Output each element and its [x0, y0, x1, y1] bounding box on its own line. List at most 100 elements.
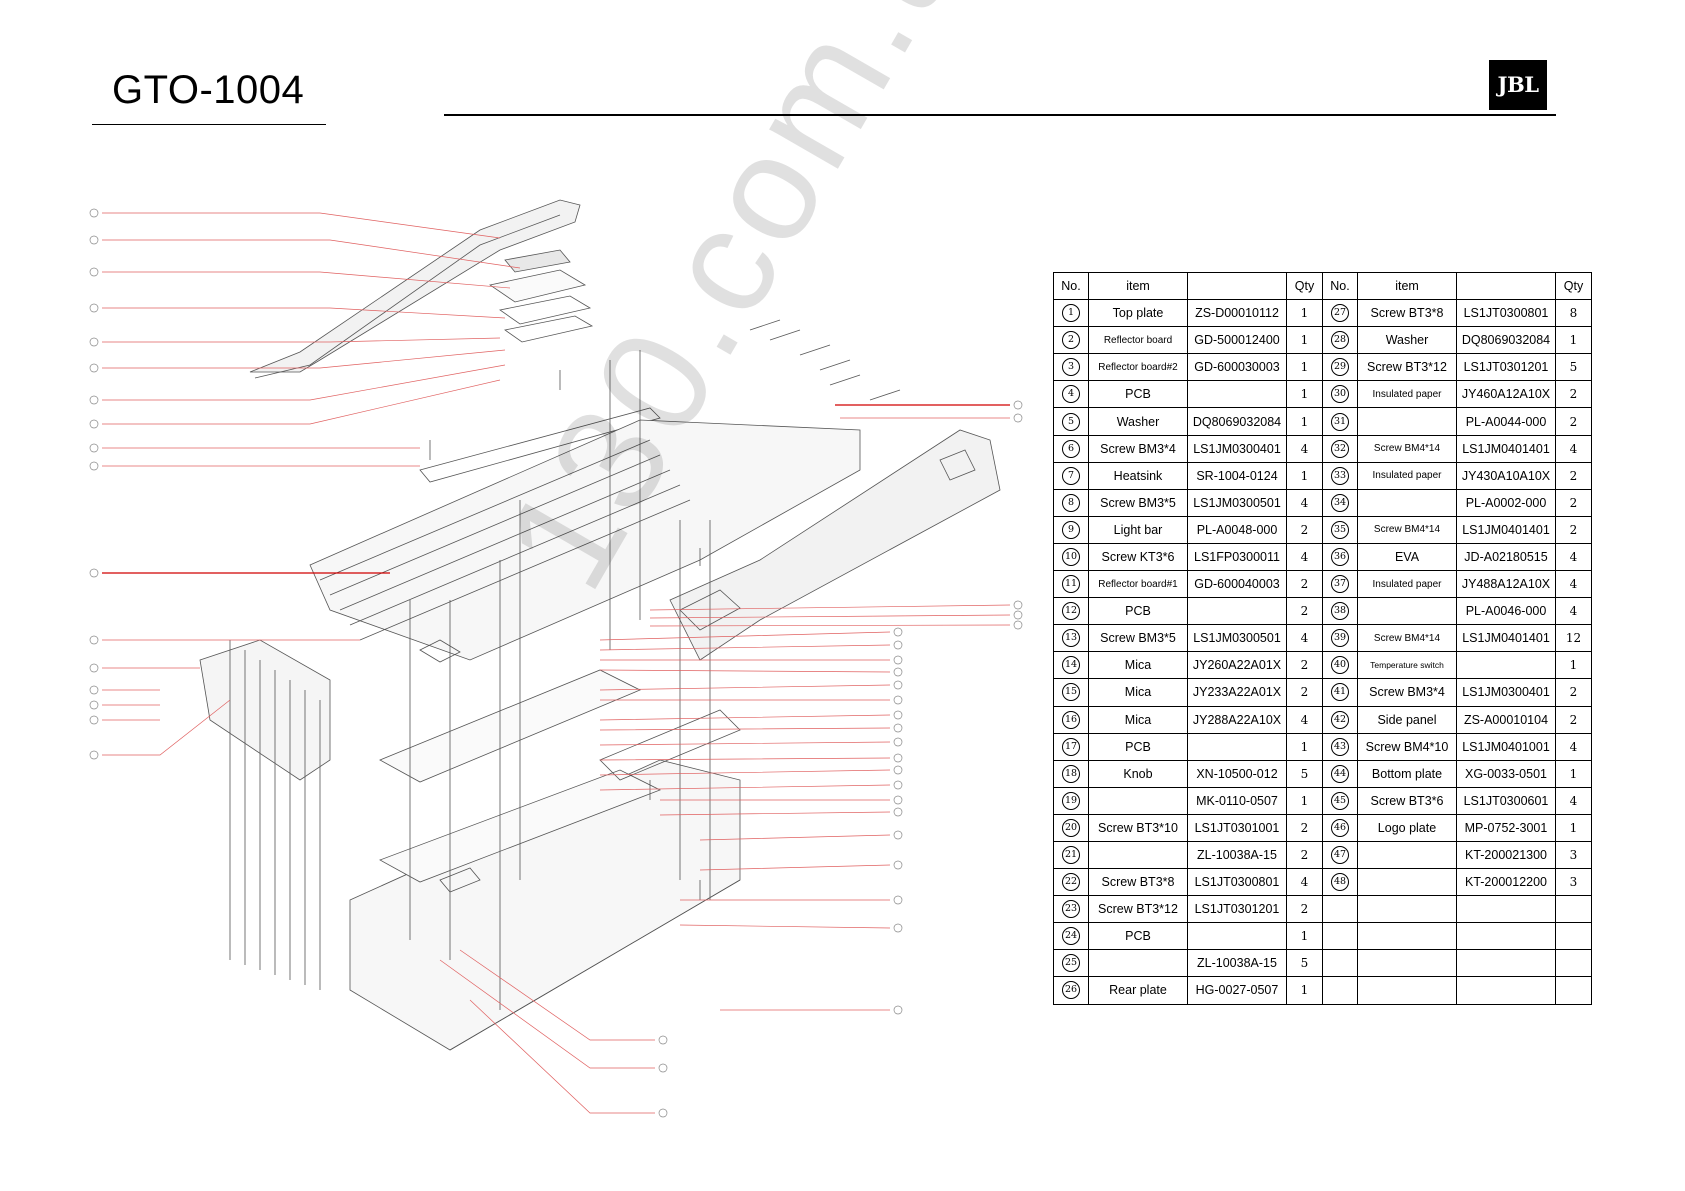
part-code-cell: MP-0752-3001 [1456, 813, 1556, 842]
part-number-cell: 16 [1053, 705, 1089, 734]
part-number-cell: 38 [1322, 597, 1358, 626]
part-code-cell [1187, 922, 1287, 951]
part-item-cell: Screw BM4*10 [1357, 732, 1457, 761]
part-qty-cell: 4 [1286, 868, 1323, 897]
title-underline [92, 124, 326, 125]
part-number-badge: 30 [1331, 385, 1349, 404]
part-qty-cell: 1 [1286, 732, 1323, 761]
part-number-badge: 10 [1062, 547, 1080, 566]
part-item-cell [1357, 922, 1457, 951]
part-number-cell: 48 [1322, 868, 1358, 897]
part-code-cell [1456, 895, 1556, 924]
part-qty-cell: 4 [1555, 542, 1592, 572]
part-code-cell: LS1JT0300601 [1456, 786, 1556, 815]
part-number-cell: 30 [1322, 380, 1358, 409]
header-code [1187, 271, 1287, 301]
part-code-cell: LS1JT0301001 [1187, 813, 1287, 842]
part-qty-cell: 2 [1555, 461, 1592, 490]
part-qty-cell: 2 [1286, 515, 1323, 544]
part-code-cell [1456, 651, 1556, 680]
part-number-badge: 18 [1062, 764, 1080, 783]
part-item-cell [1357, 949, 1457, 978]
part-number-cell: 4 [1053, 380, 1089, 409]
header-item: item [1357, 271, 1457, 301]
part-number-badge: 3 [1062, 358, 1080, 377]
part-code-cell [1456, 949, 1556, 978]
part-item-cell: Screw BM4*14 [1357, 515, 1457, 544]
part-code-cell: PL-A0046-000 [1456, 597, 1556, 626]
part-number-badge: 27 [1331, 304, 1349, 323]
part-number-cell [1322, 949, 1358, 978]
part-number-badge: 29 [1331, 358, 1349, 377]
part-qty-cell: 1 [1286, 299, 1323, 328]
part-number-cell: 44 [1322, 759, 1358, 788]
part-item-cell: Screw BM3*5 [1088, 624, 1188, 653]
part-number-cell: 3 [1053, 353, 1089, 382]
part-number-badge: 36 [1331, 547, 1349, 566]
part-qty-cell: 1 [1286, 786, 1323, 815]
part-number-cell: 39 [1322, 624, 1358, 653]
part-number-cell: 9 [1053, 515, 1089, 544]
part-number-cell: 15 [1053, 678, 1089, 707]
part-item-cell: Temperature switch [1357, 651, 1457, 680]
part-code-cell: KT-200012200 [1456, 868, 1556, 897]
part-number-cell: 8 [1053, 488, 1089, 517]
part-code-cell: LS1JM0300401 [1187, 434, 1287, 463]
part-qty-cell: 4 [1555, 570, 1592, 599]
part-qty-cell: 4 [1286, 705, 1323, 734]
part-item-cell: Screw BT3*10 [1088, 813, 1188, 842]
part-number-cell: 25 [1053, 949, 1089, 978]
part-qty-cell: 4 [1286, 542, 1323, 572]
part-number-badge: 23 [1062, 900, 1080, 919]
part-number-cell: 20 [1053, 813, 1089, 842]
part-number-badge: 37 [1331, 575, 1349, 594]
part-item-cell: Insulated paper [1357, 461, 1457, 490]
part-number-badge: 48 [1331, 873, 1349, 892]
part-qty-cell: 4 [1555, 786, 1592, 815]
part-qty-cell: 2 [1286, 570, 1323, 599]
part-number-badge: 16 [1062, 710, 1080, 729]
part-item-cell: Washer [1088, 407, 1188, 436]
part-code-cell: PL-A0048-000 [1187, 515, 1287, 544]
part-number-cell: 10 [1053, 542, 1089, 572]
part-qty-cell: 1 [1286, 326, 1323, 355]
part-item-cell: Reflector board#1 [1088, 570, 1188, 599]
part-number-badge: 26 [1062, 981, 1080, 1000]
part-number-badge: 28 [1331, 331, 1349, 350]
part-code-cell: LS1JM0401401 [1456, 515, 1556, 544]
part-number-badge: 5 [1062, 412, 1080, 431]
part-number-badge: 45 [1331, 791, 1349, 810]
part-qty-cell: 2 [1555, 380, 1592, 409]
part-number-badge: 14 [1062, 656, 1080, 675]
part-number-badge: 22 [1062, 873, 1080, 892]
part-qty-cell [1555, 976, 1592, 1005]
header-no: No. [1053, 271, 1089, 301]
part-qty-cell: 1 [1555, 651, 1592, 680]
part-item-cell: Screw BT3*8 [1088, 868, 1188, 897]
part-number-cell: 13 [1053, 624, 1089, 653]
part-item-cell: Screw BT3*6 [1357, 786, 1457, 815]
part-number-badge: 44 [1331, 764, 1349, 783]
part-qty-cell: 1 [1555, 759, 1592, 788]
part-number-cell [1322, 895, 1358, 924]
part-item-cell: Screw BM3*4 [1357, 678, 1457, 707]
part-number-badge: 7 [1062, 466, 1080, 485]
part-number-cell: 32 [1322, 434, 1358, 463]
part-qty-cell: 3 [1555, 868, 1592, 897]
part-code-cell: JY460A12A10X [1456, 380, 1556, 409]
part-code-cell: KT-200021300 [1456, 840, 1556, 870]
part-item-cell [1357, 488, 1457, 517]
part-qty-cell: 1 [1286, 922, 1323, 951]
part-number-cell: 31 [1322, 407, 1358, 436]
part-item-cell [1357, 597, 1457, 626]
header-no: No. [1322, 271, 1358, 301]
